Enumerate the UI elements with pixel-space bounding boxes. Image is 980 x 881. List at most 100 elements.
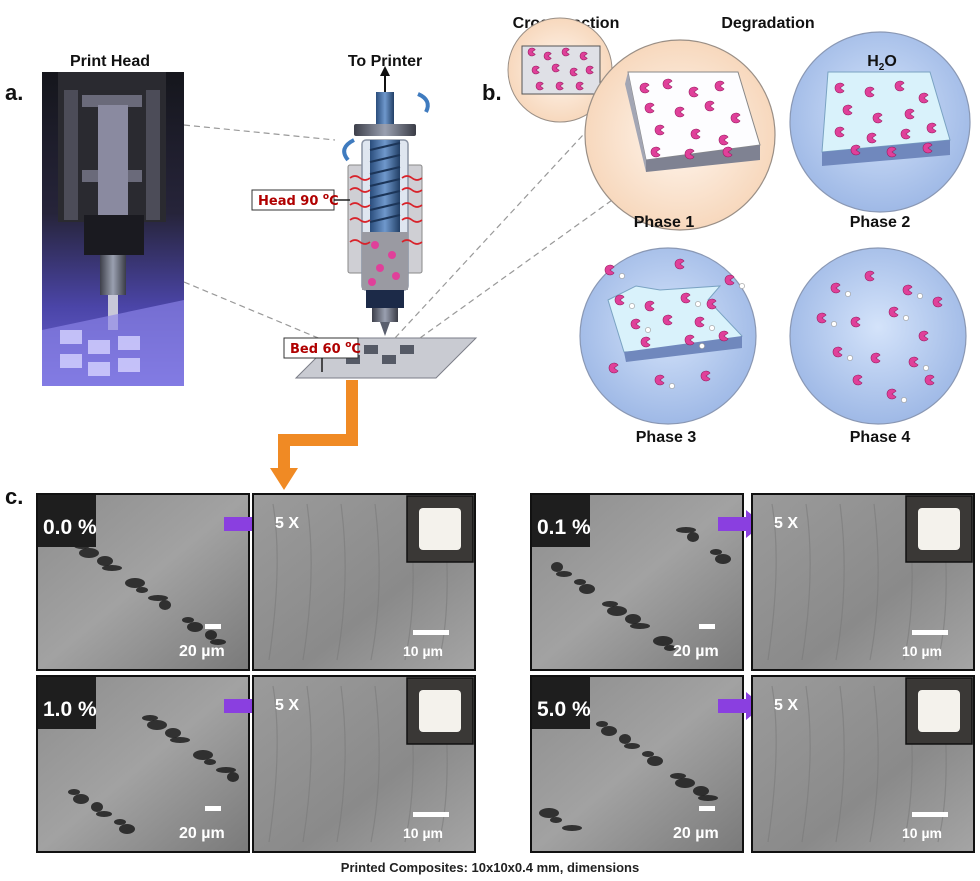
sem-texture-line xyxy=(869,685,879,843)
scale-bar xyxy=(205,806,221,811)
particle-icon xyxy=(674,106,685,118)
particle-icon xyxy=(864,270,875,282)
sem-low-mag-image: 5.0 %20 µm xyxy=(530,675,744,853)
degraded-particle-icon xyxy=(629,303,635,309)
sem-pore xyxy=(227,772,239,782)
magnification-label: 5 X xyxy=(275,697,299,714)
connector-line-top xyxy=(183,124,336,141)
sem-pore xyxy=(216,767,236,773)
sem-pore xyxy=(97,556,113,566)
particle-icon xyxy=(834,126,845,138)
degraded-particle-icon xyxy=(903,315,909,321)
orange-flow-arrowhead xyxy=(270,468,298,490)
particle-icon xyxy=(904,108,915,120)
degraded-particle-icon xyxy=(845,291,851,297)
connector-line-bottom xyxy=(183,281,336,346)
particle-icon xyxy=(640,336,651,348)
printer-schematic xyxy=(294,92,478,379)
particle-icon xyxy=(932,296,943,308)
sem-pore xyxy=(624,743,640,749)
magnification-label: 5 X xyxy=(275,515,299,532)
particle-icon xyxy=(684,334,695,346)
particle-icon xyxy=(585,65,594,75)
sem-texture-line xyxy=(801,685,811,843)
particle-icon xyxy=(866,132,877,144)
particle-icon xyxy=(816,312,827,324)
sem-pore xyxy=(210,639,226,645)
sample-label-box xyxy=(532,495,590,547)
sem-texture-line xyxy=(336,503,346,661)
particle-icon xyxy=(527,47,536,57)
sem-low-mag-image: 0.1 %20 µm xyxy=(530,493,744,671)
sem-texture-line xyxy=(336,685,346,843)
sem-pore xyxy=(693,786,709,796)
particle-icon xyxy=(730,112,741,124)
phase-1-circle xyxy=(584,39,776,231)
scale-bar xyxy=(699,624,715,629)
sem-pore xyxy=(205,630,217,640)
sem-pore xyxy=(136,587,148,593)
particle-icon xyxy=(908,356,919,368)
particle-icon xyxy=(850,316,861,328)
sem-texture-line xyxy=(767,503,777,661)
sem-pore xyxy=(574,579,586,585)
sample-concentration-label: 0.0 % xyxy=(43,516,97,539)
particle-icon xyxy=(886,388,897,400)
particle-icon xyxy=(700,370,711,382)
sem-pore xyxy=(619,734,631,744)
sample-label-box xyxy=(38,495,96,547)
sem-pore xyxy=(114,819,126,825)
particle-icon xyxy=(579,51,588,61)
orange-flow-arrow xyxy=(278,380,358,470)
sem-pore xyxy=(148,595,168,601)
particle-icon xyxy=(654,124,665,136)
particle-icon xyxy=(674,258,685,270)
svg-text:Bed 60 oC: Bed 60 oC xyxy=(290,340,361,357)
degraded-particle-icon xyxy=(901,397,907,403)
particle-icon xyxy=(902,284,913,296)
printed-sample-square xyxy=(918,690,960,732)
scale-bar-label: 20 µm xyxy=(179,825,225,842)
sem-pore xyxy=(630,623,650,629)
printed-sample-square xyxy=(419,690,461,732)
sem-texture-line xyxy=(767,685,777,843)
particle-icon xyxy=(604,264,615,276)
sem-pore xyxy=(687,532,699,542)
sem-texture-line xyxy=(370,685,380,843)
sem-high-mag-image: 5 X 10 µm xyxy=(252,675,476,853)
particle-icon xyxy=(543,51,552,61)
degraded-particle-icon xyxy=(699,343,705,349)
particle-icon xyxy=(639,82,650,94)
scale-bar-label: 10 µm xyxy=(403,643,443,659)
sem-pore xyxy=(601,726,617,736)
sem-texture-line xyxy=(835,685,845,843)
sem-texture-line xyxy=(869,503,879,661)
sem-pore xyxy=(698,795,718,801)
sem-texture-line xyxy=(835,503,845,661)
particle-icon xyxy=(870,352,881,364)
sem-pore xyxy=(642,751,654,757)
particle-icon xyxy=(644,102,655,114)
print-head-title: Print Head xyxy=(70,53,150,70)
phase-2-label: Phase 2 xyxy=(850,214,911,231)
sem-texture-line xyxy=(801,503,811,661)
sem-texture-line xyxy=(370,503,380,661)
particle-icon xyxy=(834,82,845,94)
particle-icon xyxy=(718,330,729,342)
sem-pore xyxy=(68,789,80,795)
scale-bar-label: 10 µm xyxy=(403,825,443,841)
scale-bar xyxy=(413,812,449,817)
sem-pore xyxy=(653,636,673,646)
sample-concentration-label: 1.0 % xyxy=(43,698,97,721)
degraded-particle-icon xyxy=(917,293,923,299)
sem-pore xyxy=(142,715,158,721)
magnification-label: 5 X xyxy=(774,697,798,714)
sem-pore xyxy=(170,737,190,743)
particle-icon xyxy=(894,80,905,92)
degraded-particle-icon xyxy=(739,283,745,289)
particle-icon xyxy=(924,374,935,386)
sem-pore xyxy=(159,600,171,610)
particle-icon xyxy=(722,146,733,158)
sem-pore xyxy=(579,584,595,594)
sem-pore xyxy=(79,548,99,558)
